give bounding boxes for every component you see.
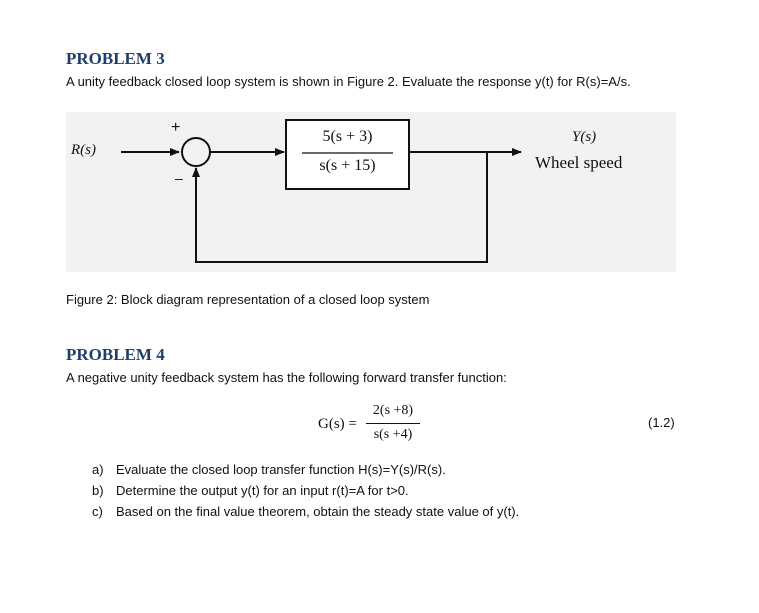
- problem-4-statement: A negative unity feedback system has the…: [66, 370, 507, 385]
- problem-4-title: PROBLEM 4: [66, 345, 165, 364]
- equation-denominator: s(s +4): [373, 427, 413, 442]
- equation-number: (1.2): [648, 415, 675, 430]
- list-item: a) Evaluate the closed loop transfer func…: [92, 462, 446, 477]
- tf-numerator: 5(s + 3): [322, 128, 373, 145]
- output-name: Wheel speed: [535, 153, 623, 172]
- tf-denominator: s(s + 15): [319, 157, 376, 174]
- figure-caption: Figure 2: Block diagram representation o…: [66, 292, 430, 307]
- list-item-letter: c): [92, 504, 103, 519]
- equation-fraction-bar: [366, 423, 420, 424]
- list-item-text: Determine the output y(t) for an input r…: [116, 483, 409, 498]
- problem-3-statement: A unity feedback closed loop system is s…: [66, 74, 631, 89]
- plus-sign: +: [171, 119, 181, 136]
- output-label: Y(s): [572, 129, 597, 145]
- equation-lhs: G(s) =: [318, 416, 357, 432]
- list-item: c) Based on the final value theorem, obta…: [92, 504, 519, 519]
- transfer-function-block: [285, 119, 410, 190]
- equation-numerator: 2(s +8): [372, 403, 414, 418]
- list-item: b) Determine the output y(t) for an input…: [92, 483, 409, 498]
- input-label: R(s): [71, 142, 96, 158]
- feedback-path: [192, 152, 488, 263]
- list-item-text: Based on the final value theorem, obtain…: [116, 504, 520, 519]
- summing-junction: [181, 137, 211, 167]
- list-item-letter: a): [92, 462, 104, 477]
- list-item-text: Evaluate the closed loop transfer functi…: [116, 462, 446, 477]
- problem-3-title: PROBLEM 3: [66, 49, 165, 68]
- minus-sign: –: [175, 170, 183, 186]
- list-item-letter: b): [92, 483, 104, 498]
